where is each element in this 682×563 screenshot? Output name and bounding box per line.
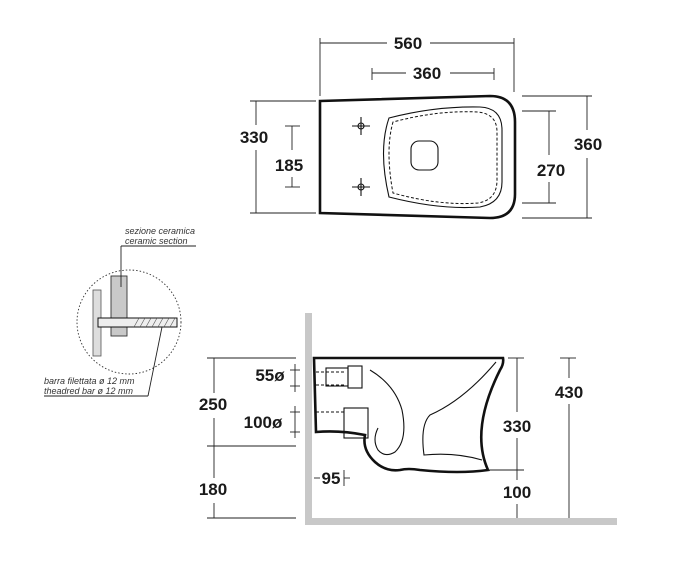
bowl-side-outline (312, 356, 505, 474)
dim-430: 430 (555, 383, 583, 402)
dim-height-bowl: 330 100 (488, 357, 531, 518)
wall (305, 313, 312, 525)
dim-250: 250 (199, 395, 227, 414)
svg-text:560: 560 (394, 34, 422, 53)
svg-text:55ø: 55ø (255, 366, 285, 385)
inlet-pipe (347, 365, 363, 389)
svg-text:95: 95 (322, 469, 341, 488)
label-bar-it: barra filettata ø 12 mm (44, 376, 135, 386)
dim-100: 100 (503, 483, 531, 502)
svg-text:330: 330 (240, 128, 268, 147)
svg-text:360: 360 (574, 135, 602, 154)
outlet-connector (343, 407, 369, 439)
dim-depth-right-outer: 360 (522, 95, 602, 219)
bowl-rim (388, 111, 498, 205)
dim-width-mount: 360 (371, 64, 495, 83)
dim-inlet-diameter: 55ø (255, 364, 300, 392)
dim-outlet-offset: 95 (314, 469, 350, 488)
svg-text:270: 270 (537, 161, 565, 180)
detail-view: sezione ceramica ceramic section barra f… (44, 226, 196, 397)
bowl-inner-curve (422, 361, 497, 461)
dim-330: 330 (503, 417, 531, 436)
top-view: 560 360 330 185 (240, 34, 602, 220)
dim-height-left: 250 180 (199, 357, 296, 519)
detail-circle (76, 269, 182, 375)
dim-outlet-diameter: 100ø (244, 406, 300, 438)
label-section-en: ceramic section (125, 236, 188, 246)
side-view: 250 180 55ø 100ø 95 (199, 313, 617, 525)
mount-hole-upper (352, 117, 370, 135)
bowl-trap (369, 369, 405, 456)
svg-text:360: 360 (413, 64, 441, 83)
label-bar-en: theadred bar ø 12 mm (44, 386, 134, 396)
detail-threaded-bar (97, 317, 178, 328)
dim-width-total: 560 (319, 34, 515, 96)
svg-text:100ø: 100ø (244, 413, 283, 432)
dim-hole-spacing: 185 (275, 125, 303, 188)
mount-hole-lower (352, 178, 370, 196)
bowl-rim-inner (382, 106, 503, 209)
dim-height-total: 430 (555, 357, 583, 518)
dim-depth-right-inner: 270 (522, 110, 565, 204)
svg-text:185: 185 (275, 156, 303, 175)
drain-square (410, 140, 439, 171)
dim-depth-left: 330 (240, 100, 316, 214)
dim-180: 180 (199, 480, 227, 499)
floor (305, 518, 617, 525)
label-section-it: sezione ceramica (125, 226, 195, 236)
